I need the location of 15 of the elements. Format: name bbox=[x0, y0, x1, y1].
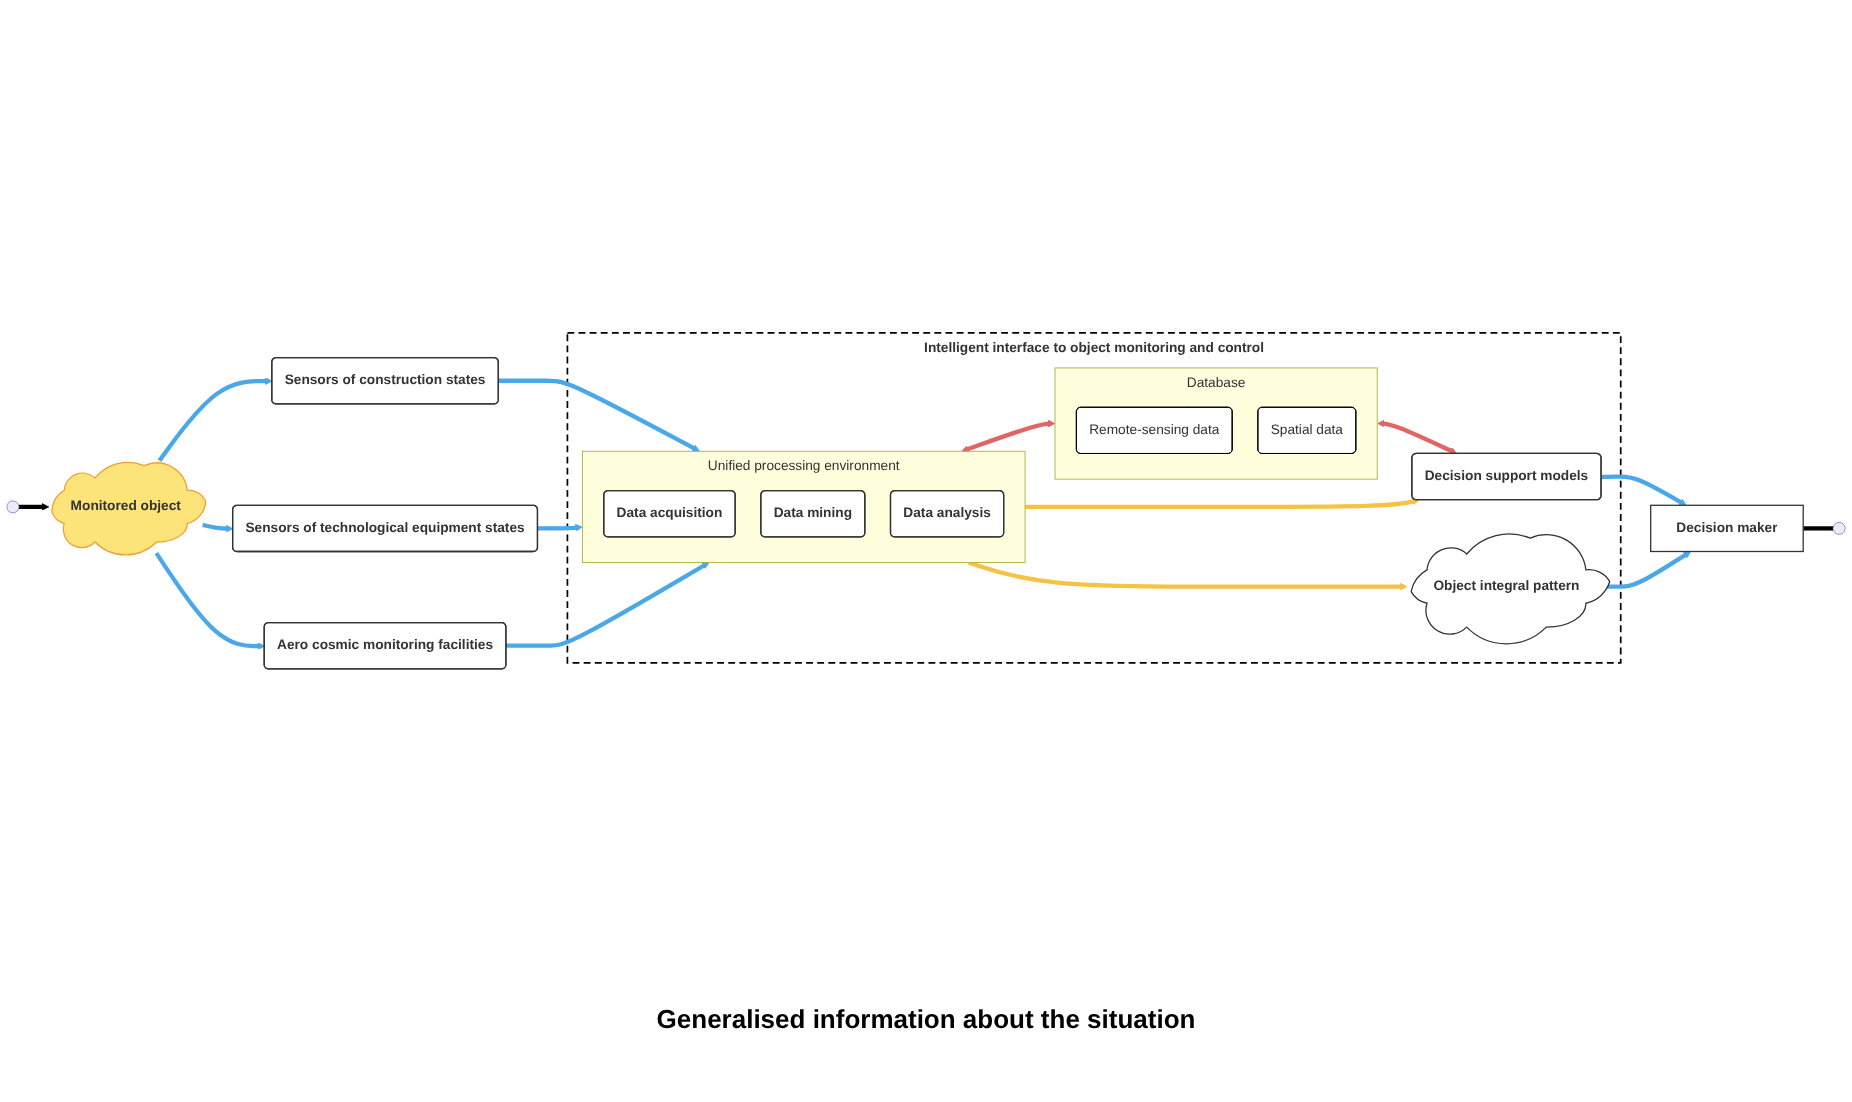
arrow bbox=[537, 523, 583, 531]
connector bbox=[1803, 525, 1834, 530]
arrow bbox=[505, 561, 710, 647]
arrow bbox=[202, 521, 234, 532]
arrow bbox=[961, 418, 1056, 452]
arrow bbox=[1377, 418, 1458, 454]
arrow bbox=[157, 376, 273, 462]
arrow bbox=[498, 377, 700, 451]
note-text: Generalised information about the situation bbox=[656, 1004, 1196, 1034]
arrow bbox=[18, 502, 50, 510]
arrow bbox=[154, 551, 265, 649]
arrow bbox=[1601, 473, 1687, 505]
arrow bbox=[1605, 550, 1692, 588]
arrow bbox=[1025, 496, 1420, 509]
arrow bbox=[967, 559, 1408, 590]
